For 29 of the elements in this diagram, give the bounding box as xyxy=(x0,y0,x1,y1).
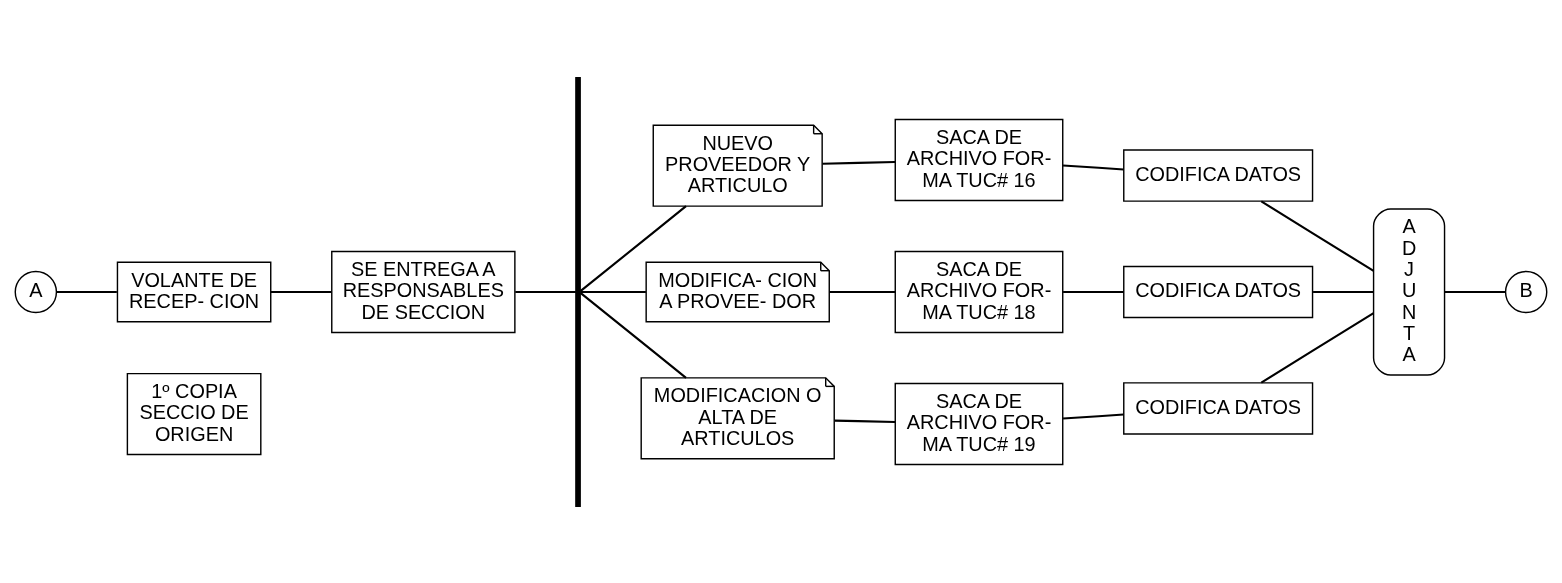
node-box: SACA DE ARCHIVO FOR- MA TUC# 19 xyxy=(894,382,1064,465)
connector xyxy=(1444,290,1506,293)
connector xyxy=(56,290,117,293)
node-box: CODIFICA DATOS xyxy=(1123,265,1314,318)
connector xyxy=(1063,290,1124,293)
connector xyxy=(1063,163,1124,171)
connector xyxy=(579,204,687,292)
node-bar xyxy=(575,76,581,507)
node-box: A D J U N T A xyxy=(1372,207,1446,376)
connector xyxy=(580,290,646,293)
connector xyxy=(822,160,896,165)
node-box: SE ENTREGA A RESPONSABLES DE SECCION xyxy=(331,250,516,333)
connector xyxy=(515,290,576,293)
node-circle: B xyxy=(1504,270,1548,313)
node-box: SACA DE ARCHIVO FOR- MA TUC# 18 xyxy=(894,250,1064,333)
node-box: SACA DE ARCHIVO FOR- MA TUC# 16 xyxy=(894,118,1064,201)
node-box: VOLANTE DE RECEP- CION xyxy=(116,261,272,322)
connector xyxy=(1260,200,1375,272)
connector xyxy=(270,290,332,293)
connector xyxy=(829,290,896,293)
node-circle: A xyxy=(14,270,58,313)
connector xyxy=(1313,290,1374,293)
node-box: CODIFICA DATOS xyxy=(1123,148,1314,202)
connector xyxy=(1260,311,1375,383)
node-box: CODIFICA DATOS xyxy=(1123,381,1314,435)
connector xyxy=(579,291,687,379)
connector xyxy=(1063,412,1124,420)
connector xyxy=(834,419,896,423)
node-box: 1º COPIA SECCIO DE ORIGEN xyxy=(126,372,262,455)
